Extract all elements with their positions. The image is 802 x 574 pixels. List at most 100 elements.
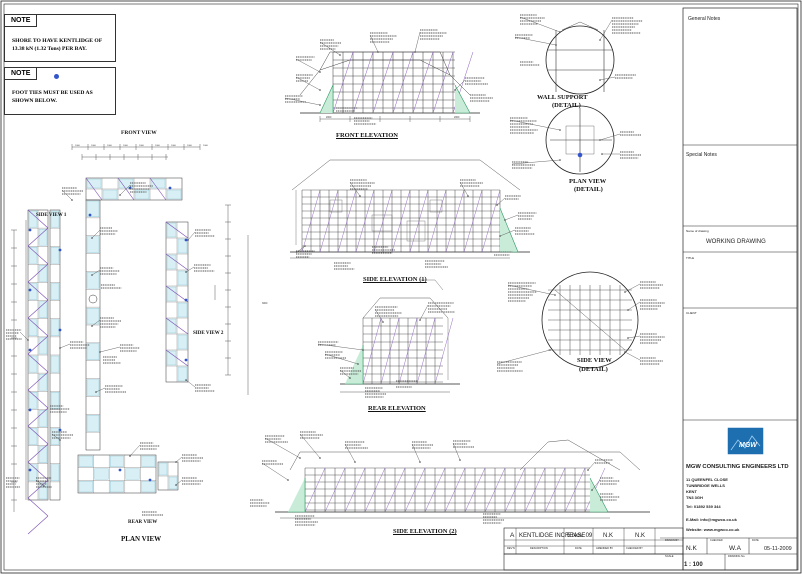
rect [682, 7, 798, 571]
rect [50, 355, 60, 373]
line [599, 76, 616, 81]
line [261, 462, 289, 481]
rect [78, 455, 93, 467]
title-plan-view-detail: PLAN VIEW [569, 178, 607, 185]
rect [134, 189, 150, 200]
drawn-by-value: N.K [686, 545, 697, 552]
foot-tie-marker [118, 468, 122, 472]
scale-value: 1 : 100 [684, 562, 703, 568]
line [416, 317, 436, 385]
foot-tie-marker [58, 428, 62, 432]
revision-col-checked: CHECKED BY [626, 547, 643, 550]
rect [86, 178, 102, 189]
line [499, 229, 516, 237]
line [349, 181, 361, 197]
line [452, 442, 461, 461]
general-notes-heading: General Notes [688, 16, 721, 22]
line [27, 245, 49, 265]
line [398, 317, 418, 385]
rect [168, 476, 178, 490]
line [591, 479, 601, 491]
line [149, 177, 167, 201]
rect [150, 178, 166, 189]
rect [77, 454, 157, 494]
rect [38, 228, 48, 246]
line [362, 317, 382, 385]
foot-tie-marker [184, 358, 188, 362]
rect [50, 283, 60, 300]
line [187, 231, 196, 241]
rect [125, 468, 140, 480]
path [362, 297, 449, 319]
side-elevation-1-drawing [290, 159, 537, 270]
path [519, 439, 621, 471]
line [364, 467, 386, 513]
leader-dot [354, 461, 356, 463]
line [434, 317, 454, 385]
line [339, 369, 351, 379]
line [59, 343, 71, 349]
checked-by-value: W.A [729, 545, 741, 552]
leader-dot [499, 235, 501, 237]
leader-dot [599, 79, 601, 81]
drawing-title: WORKING DRAWING [706, 239, 766, 245]
line [27, 281, 49, 301]
annotation-text: 1000 [203, 145, 209, 147]
line [85, 177, 103, 201]
rect [38, 265, 48, 282]
foot-tie-marker [58, 248, 62, 252]
line [129, 444, 141, 457]
foot-tie-marker [28, 288, 32, 292]
line [599, 19, 613, 41]
line [504, 467, 526, 513]
line [454, 79, 466, 91]
leader-dot [419, 319, 421, 321]
rect [110, 455, 124, 467]
rect [28, 247, 38, 264]
line [380, 317, 400, 385]
line [511, 159, 561, 165]
line [496, 197, 506, 206]
title-front-elevation: FRONT ELEVATION [336, 132, 398, 139]
line [319, 41, 341, 56]
line [319, 189, 339, 253]
leader-dot [414, 51, 416, 53]
note-text: SHORE TO HAVE KENTLIDGE OF 13.38 kN (1.3… [12, 38, 103, 52]
line [27, 425, 49, 445]
foot-tie-marker [88, 213, 92, 217]
rect [38, 482, 48, 500]
foot-tie-marker [28, 228, 32, 232]
line [507, 284, 556, 296]
leader-dot [43, 485, 45, 487]
note-marker-icon [54, 74, 59, 79]
rect [166, 254, 177, 270]
line [514, 36, 557, 46]
leader-dot [454, 89, 456, 91]
revision-checked-by: N.K [635, 533, 646, 539]
line [264, 437, 301, 459]
revision-date: 5 Nov. 09 [567, 533, 593, 539]
address-line: KENT [686, 489, 697, 494]
line [95, 387, 106, 393]
title-side-view-detail-sub: (DETAIL) [579, 366, 608, 373]
line [484, 467, 506, 513]
line [27, 335, 49, 355]
path [289, 451, 641, 471]
rect [329, 199, 343, 213]
line [19, 331, 29, 341]
line [404, 467, 426, 513]
annotation-text: 1000 [155, 145, 161, 147]
annotation-text: 2000 [454, 116, 460, 119]
foot-tie-marker [148, 478, 152, 482]
title-front-view: FRONT VIEW [121, 130, 157, 136]
line [295, 76, 321, 91]
path [345, 345, 364, 385]
side-elevation-2-drawing [250, 431, 650, 526]
note-box-foot-ties: NOTE FOOT TIES MUST BE USED AS SHOWN BEL… [4, 67, 116, 115]
circle [545, 105, 615, 175]
rect [50, 247, 60, 264]
rect [3, 3, 799, 571]
leader-dot [319, 89, 321, 91]
